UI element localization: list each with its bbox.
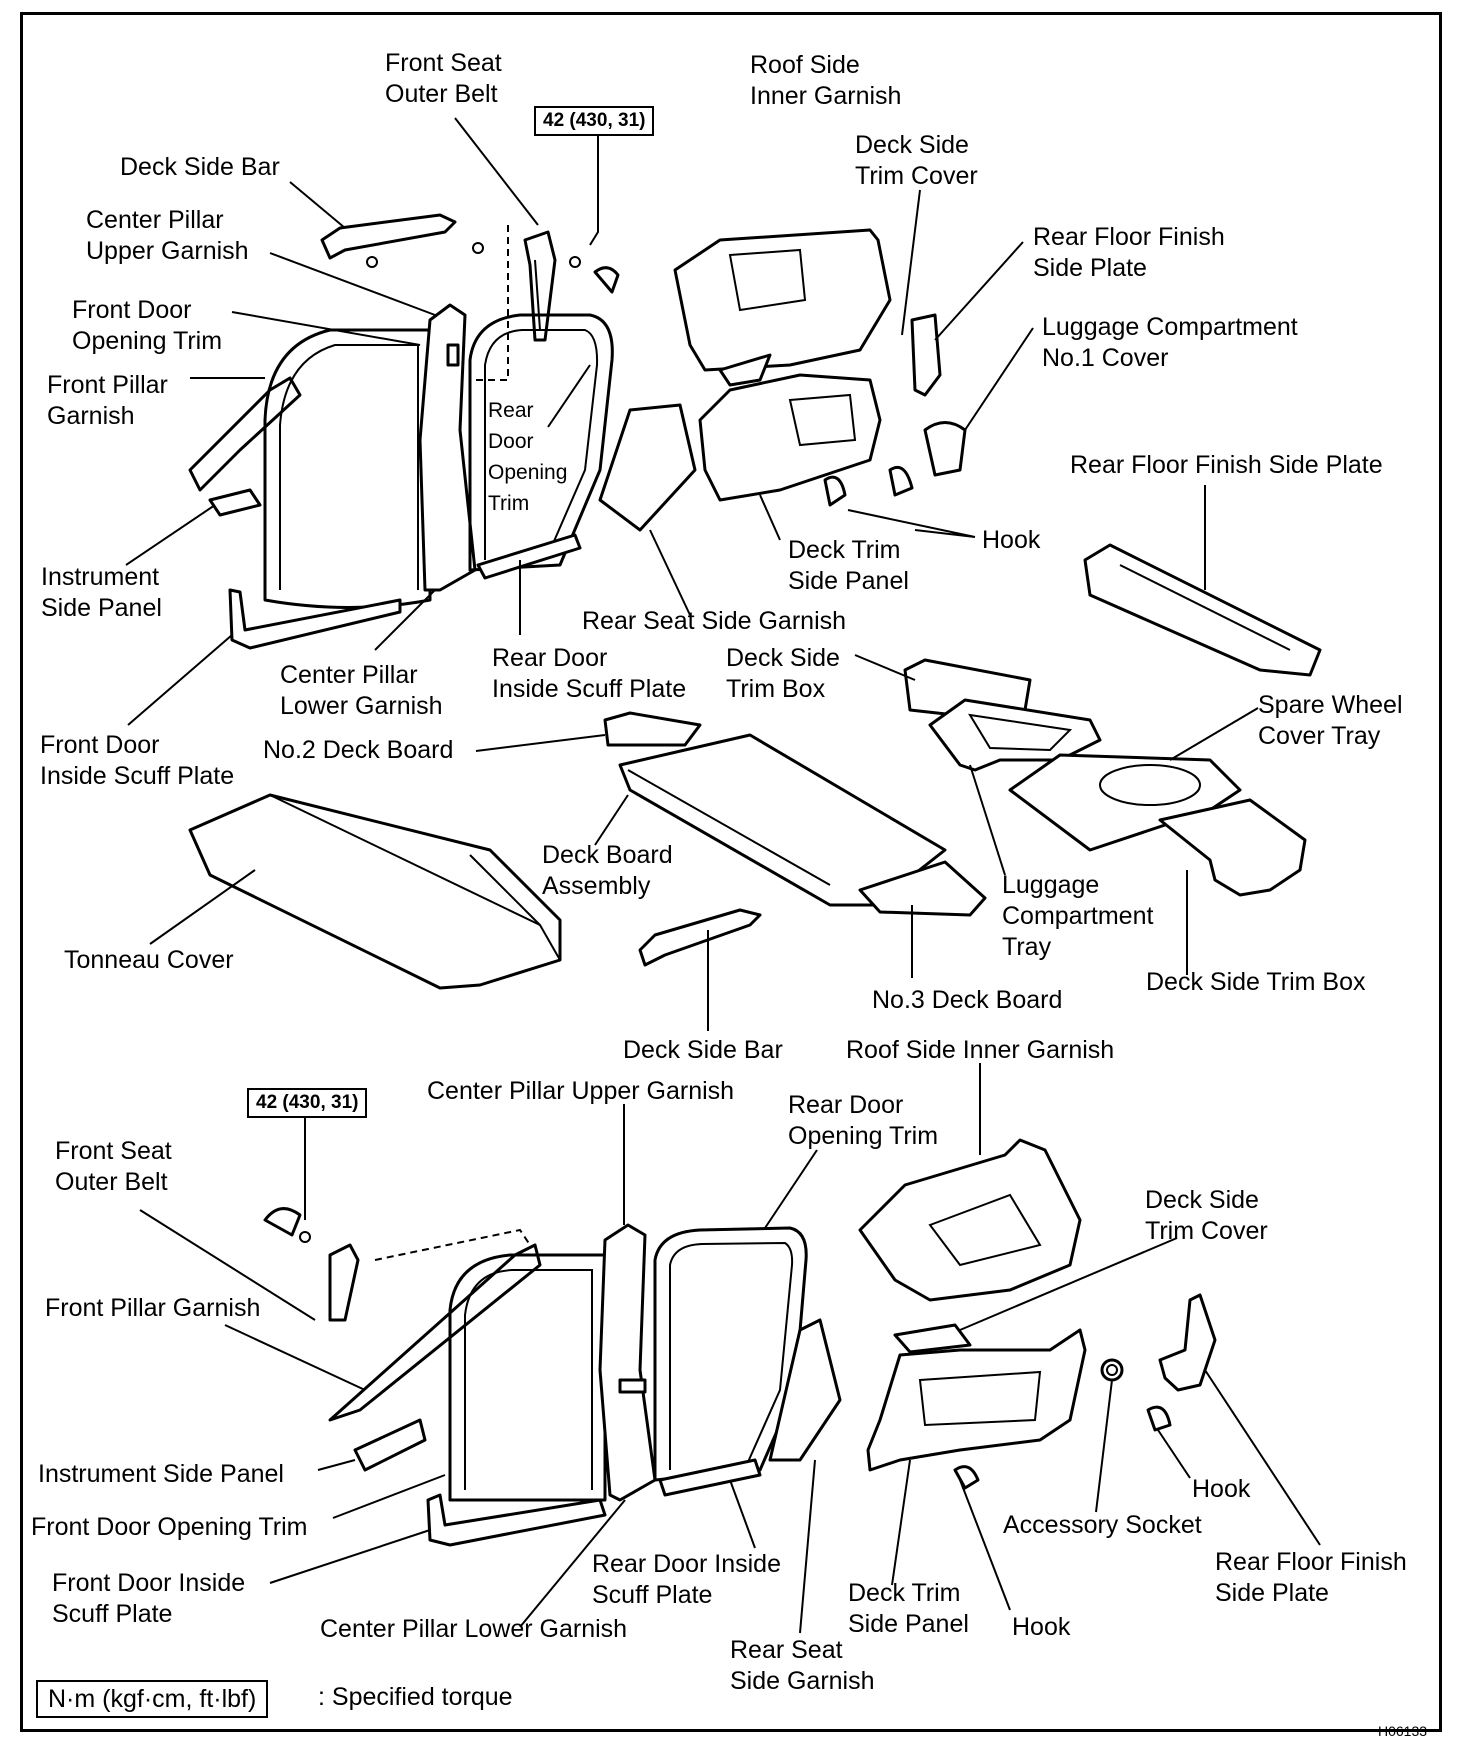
top-label-deck-side-trim-box-b: Deck Side Trim Box: [1146, 968, 1366, 996]
legend-torque-unit: N·m (kgf·cm, ft·lbf): [36, 1680, 269, 1718]
top-rear-door-opening-trim: [468, 313, 614, 572]
bottom-label-accessory-socket: Accessory Socket: [1003, 1511, 1202, 1539]
bottom-front-door-inside-scuff-plate: [426, 1493, 607, 1547]
top-label-front-door-opening-trim: Front Door Opening Trim: [72, 296, 223, 355]
bottom-label-front-pillar-garnish: Front Pillar Garnish: [45, 1294, 261, 1322]
top-label-luggage-compartment-tray: Luggage Compartment Tray: [1002, 871, 1154, 961]
top-label-spare-wheel-cover-tray: Spare Wheel Cover Tray: [1258, 691, 1403, 750]
bottom-label-hook-b: Hook: [1012, 1613, 1071, 1641]
top-label-deck-board-assembly: Deck Board Assembly: [542, 841, 673, 900]
top-label-center-pillar-upper-garnish: Center Pillar Upper Garnish: [86, 206, 249, 265]
top-label-hook: Hook: [982, 526, 1041, 554]
top-label-deck-side-trim-box-a: Deck Side Trim Box: [726, 644, 840, 703]
bottom-label-deck-side-trim-cover: Deck Side Trim Cover: [1145, 1186, 1268, 1245]
bottom-label-rear-seat-side-garnish: Rear Seat Side Garnish: [730, 1636, 875, 1695]
bottom-rear-door-inside-scuff-plate: [658, 1458, 762, 1497]
top-rear-floor-finish-side-plate-b: [1083, 543, 1322, 677]
bottom-label-front-door-opening-trim: Front Door Opening Trim: [31, 1513, 308, 1541]
top-label-front-door-inside-scuff-plate: Front Door Inside Scuff Plate: [40, 731, 235, 790]
top-label-no2-deck-board: No.2 Deck Board: [263, 736, 454, 764]
top-label-front-pillar-garnish: Front Pillar Garnish: [47, 371, 168, 430]
top-label-tonneau-cover: Tonneau Cover: [64, 946, 234, 974]
top-rear-door-inside-scuff-plate: [476, 533, 582, 580]
bottom-label-rear-door-opening-trim: Rear Door Opening Trim: [788, 1091, 939, 1150]
bottom-deck-side-trim-cover: [893, 1323, 972, 1354]
top-rear-floor-finish-side-plate-a: [910, 313, 942, 397]
bottom-label-instrument-side-panel: Instrument Side Panel: [38, 1460, 284, 1488]
bottom-label-front-seat-outer-belt: Front Seat Outer Belt: [55, 1137, 172, 1196]
top-spare-wheel-cover-tray: [1008, 753, 1242, 852]
bottom-rear-door-opening-trim: [653, 1226, 808, 1482]
top-label-no3-deck-board: No.3 Deck Board: [872, 986, 1063, 1014]
top-label-rear-floor-finish-side-plate-a: Rear Floor Finish Side Plate: [1033, 223, 1225, 282]
top-label-instrument-side-panel: Instrument Side Panel: [41, 563, 162, 622]
top-luggage-compartment-no1-cover: [923, 421, 967, 477]
figure-frame: [20, 12, 1442, 1732]
top-label-rear-floor-finish-side-plate-b: Rear Floor Finish Side Plate: [1070, 451, 1383, 479]
bottom-label-rear-floor-finish-side-plate: Rear Floor Finish Side Plate: [1215, 1548, 1407, 1607]
top-label-deck-side-bar: Deck Side Bar: [120, 153, 280, 181]
top-no2-deck-board: [603, 711, 702, 747]
top-center-pillar: [418, 303, 477, 592]
top-label-roof-side-inner-garnish: Roof Side Inner Garnish: [750, 51, 902, 110]
figure-code: H06133: [1378, 1723, 1428, 1739]
top-front-door-inside-scuff-plate: [228, 588, 402, 650]
top-no3-deck-board: [858, 860, 987, 917]
bottom-accessory-socket: [1100, 1358, 1124, 1382]
bottom-front-pillar-garnish: [328, 1243, 542, 1422]
top-label-luggage-compartment-no1-cover: Luggage Compartment No.1 Cover: [1042, 313, 1298, 372]
bottom-front-seat-outer-belt: [263, 1207, 531, 1322]
top-instrument-side-panel: [208, 488, 262, 517]
top-label-deck-trim-side-panel: Deck Trim Side Panel: [788, 536, 909, 595]
bottom-label-roof-side-inner-garnish: Roof Side Inner Garnish: [846, 1036, 1115, 1064]
bottom-rear-seat-side-garnish: [768, 1318, 842, 1462]
top-front-seat-outer-belt: [475, 225, 620, 381]
bottom-center-pillar: [598, 1223, 657, 1502]
bottom-rear-floor-finish-side-plate: [1158, 1293, 1217, 1392]
top-deck-side-trim-box-b: [1158, 798, 1307, 897]
bottom-label-center-pillar-upper-garnish: Center Pillar Upper Garnish: [427, 1077, 735, 1105]
bottom-label-hook-a: Hook: [1192, 1475, 1251, 1503]
top-label-rear-door-inside-scuff-plate: Rear Door Inside Scuff Plate: [492, 644, 687, 703]
bottom-roof-side-inner-garnish: [858, 1138, 1082, 1302]
top-roof-side-inner-garnish: [673, 228, 892, 387]
leader-lines: [125, 117, 1321, 1634]
top-front-pillar-garnish: [188, 376, 302, 492]
top-torque-spec: 42 (430, 31): [534, 106, 655, 136]
top-deck-trim-side-panel: [698, 373, 882, 502]
legend-torque-text: : Specified torque: [318, 1683, 513, 1711]
bottom-torque-spec: 42 (430, 31): [247, 1088, 368, 1118]
top-rear-seat-side-garnish: [598, 403, 697, 532]
top-hooks: [823, 465, 914, 507]
top-label-rear-seat-side-garnish: Rear Seat Side Garnish: [582, 607, 847, 635]
bottom-label-front-door-inside-scuff-plate: Front Door Inside Scuff Plate: [52, 1569, 246, 1628]
bottom-label-rear-door-inside-scuff-plate: Rear Door Inside Scuff Plate: [592, 1550, 781, 1609]
top-front-door-opening-trim: [263, 328, 432, 609]
top-label-front-seat-outer-belt: Front Seat Outer Belt: [385, 49, 502, 108]
bottom-label-deck-trim-side-panel: Deck Trim Side Panel: [848, 1579, 969, 1638]
bottom-label-deck-side-bar: Deck Side Bar: [623, 1036, 783, 1064]
top-deck-side-bar-b: [638, 908, 762, 967]
bottom-label-center-pillar-lower-garnish: Center Pillar Lower Garnish: [320, 1615, 628, 1643]
bottom-instrument-side-panel: [353, 1418, 427, 1472]
top-tonneau-cover: [188, 793, 562, 990]
top-deck-side-bar: [320, 213, 484, 268]
bottom-front-door-opening-trim: [448, 1253, 607, 1502]
top-label-center-pillar-lower-garnish: Center Pillar Lower Garnish: [280, 661, 443, 720]
top-label-deck-side-trim-cover: Deck Side Trim Cover: [855, 131, 978, 190]
bottom-deck-trim-side-panel: [866, 1328, 1087, 1472]
top-label-rear-door-opening-trim: Rear Door Opening Trim: [488, 399, 568, 515]
bottom-hooks: [953, 1405, 1172, 1490]
